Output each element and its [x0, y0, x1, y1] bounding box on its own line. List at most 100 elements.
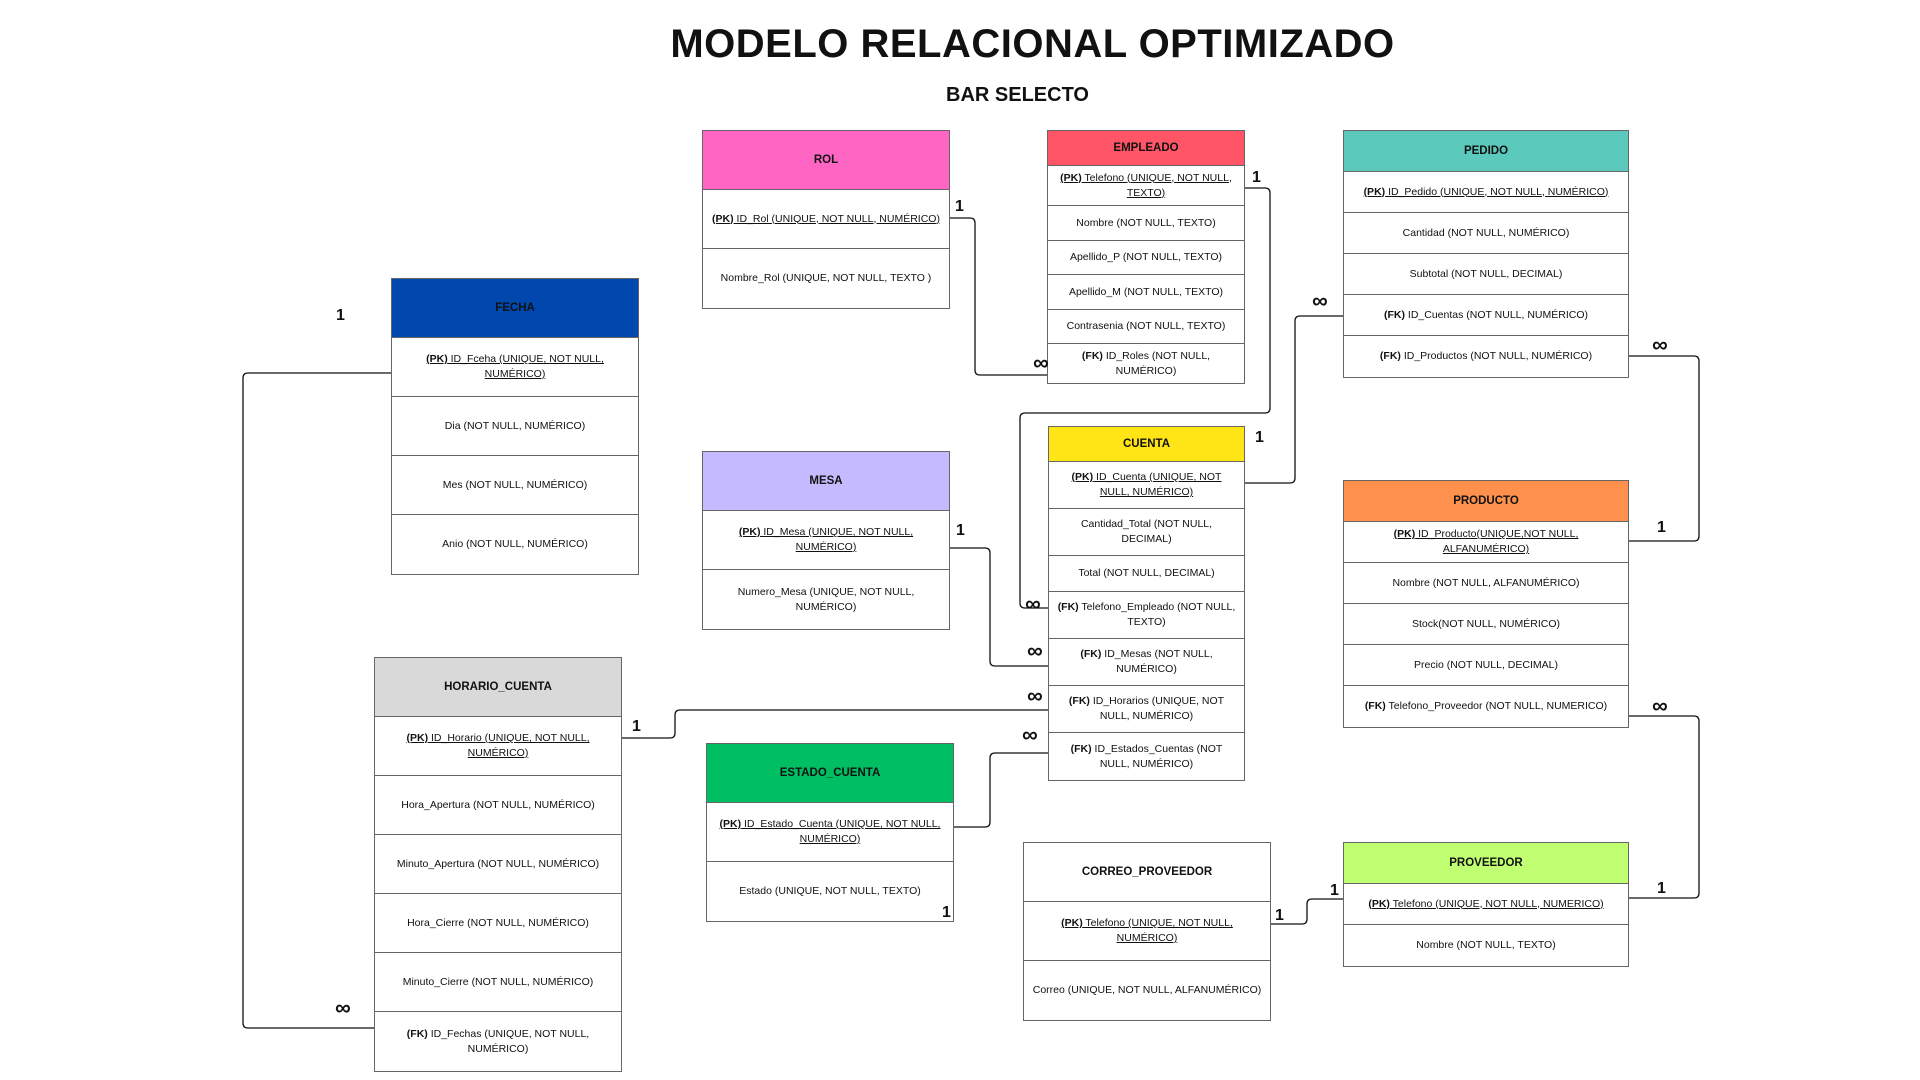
table-field: (PK) ID_Pedido (UNIQUE, NOT NULL, NUMÉRI… [1344, 172, 1628, 213]
relationship-line [622, 709, 1048, 739]
field-text: ID_Mesa (UNIQUE, NOT NULL, NUMÉRICO) [760, 526, 914, 553]
table-field: (PK) ID_Rol (UNIQUE, NOT NULL, NUMÉRICO) [703, 190, 949, 249]
table-header: HORARIO_CUENTA [375, 658, 621, 717]
foreign-key-tag: (FK) [1383, 308, 1405, 321]
table-header: PRODUCTO [1344, 481, 1628, 522]
table-field: Estado (UNIQUE, NOT NULL, TEXTO) [707, 862, 953, 921]
table-header: PEDIDO [1344, 131, 1628, 172]
primary-key-tag: (PK) [1071, 471, 1094, 483]
cardinality-one-label: 1 [1255, 429, 1264, 446]
table-field: (FK) ID_Mesas (NOT NULL, NUMÉRICO) [1049, 639, 1244, 686]
table-field: Nombre (NOT NULL, TEXTO) [1048, 206, 1244, 241]
field-text: Nombre (NOT NULL, TEXTO) [1076, 216, 1216, 229]
table-proveedor: PROVEEDOR(PK) Telefono (UNIQUE, NOT NULL… [1343, 842, 1629, 967]
table-field: Nombre_Rol (UNIQUE, NOT NULL, TEXTO ) [703, 249, 949, 308]
field-text: Apellido_M (NOT NULL, TEXTO) [1068, 285, 1224, 298]
table-field: (PK) ID_Cuenta (UNIQUE, NOT NULL, NUMÉRI… [1049, 462, 1244, 509]
primary-key-tag: (PK) [738, 526, 761, 538]
relationship-line [1629, 355, 1700, 542]
table-field: Minuto_Cierre (NOT NULL, NUMÉRICO) [375, 953, 621, 1012]
field-text: ID_Producto(UNIQUE,NOT NULL, ALFANUMÉRIC… [1415, 528, 1579, 555]
field-text: ID_Productos (NOT NULL, NUMÉRICO) [1400, 350, 1593, 362]
table-estado-cuenta: ESTADO_CUENTA(PK) ID_Estado_Cuenta (UNIQ… [706, 743, 954, 922]
field-text: ID_Fceha (UNIQUE, NOT NULL, NUMÉRICO) [447, 353, 604, 380]
cardinality-many-icon: ∞ [1312, 288, 1328, 313]
field-text: Precio (NOT NULL, DECIMAL) [1414, 658, 1558, 671]
table-field: Subtotal (NOT NULL, DECIMAL) [1344, 254, 1628, 295]
field-text: Subtotal (NOT NULL, DECIMAL) [1409, 267, 1563, 280]
field-text: Nombre_Rol (UNIQUE, NOT NULL, TEXTO ) [720, 272, 932, 284]
primary-key-tag: (PK) [1393, 528, 1416, 540]
relationship-line [1271, 898, 1343, 925]
table-field: Stock(NOT NULL, NUMÉRICO) [1344, 604, 1628, 645]
field-text: Anio (NOT NULL, NUMÉRICO) [442, 538, 588, 550]
foreign-key-tag: (FK) [1081, 349, 1103, 362]
table-field: Minuto_Apertura (NOT NULL, NUMÉRICO) [375, 835, 621, 894]
table-header: PROVEEDOR [1344, 843, 1628, 884]
table-field: (FK) ID_Roles (NOT NULL, NUMÉRICO) [1048, 344, 1244, 383]
cardinality-one-label: 1 [1657, 880, 1666, 897]
table-cuenta: CUENTA(PK) ID_Cuenta (UNIQUE, NOT NULL, … [1048, 426, 1245, 781]
table-mesa: MESA (PK) ID_Mesa (UNIQUE, NOT NULL, NUMÉ… [702, 451, 950, 630]
field-text: ID_Cuenta (UNIQUE, NOT NULL, NUMÉRICO) [1093, 471, 1222, 498]
table-header: MESA [703, 452, 949, 511]
cardinality-one-label: 1 [956, 522, 965, 539]
field-text: ID_Horarios (UNIQUE, NOT NULL, NUMÉRICO) [1089, 695, 1225, 722]
cardinality-one-label: 1 [1330, 882, 1339, 899]
primary-key-tag: (PK) [406, 732, 429, 744]
field-text: Telefono_Empleado (NOT NULL, TEXTO) [1078, 601, 1236, 628]
table-field: (PK) ID_Fceha (UNIQUE, NOT NULL, NUMÉRIC… [392, 338, 638, 397]
primary-key-tag: (PK) [712, 212, 734, 225]
field-text: Estado (UNIQUE, NOT NULL, TEXTO) [739, 885, 921, 897]
table-correo-proveedor: CORREO_PROVEEDOR(PK) Telefono (UNIQUE, N… [1023, 842, 1271, 1021]
field-text: Cantidad_Total (NOT NULL, DECIMAL) [1080, 518, 1213, 545]
primary-key-tag: (PK) [1363, 185, 1386, 198]
primary-key-tag: (PK) [1061, 917, 1083, 929]
field-text: ID_Rol (UNIQUE, NOT NULL, NUMÉRICO) [733, 212, 940, 225]
primary-key-tag: (PK) [1368, 897, 1390, 910]
table-header: CUENTA [1049, 427, 1244, 462]
cardinality-many-icon: ∞ [335, 995, 351, 1020]
table-field: Apellido_M (NOT NULL, TEXTO) [1048, 275, 1244, 310]
relationship-line [1245, 315, 1343, 484]
table-field: (FK) ID_Fechas (UNIQUE, NOT NULL, NUMÉRI… [375, 1012, 621, 1071]
table-field: Hora_Cierre (NOT NULL, NUMÉRICO) [375, 894, 621, 953]
field-text: Nombre (NOT NULL, ALFANUMÉRICO) [1392, 576, 1580, 589]
table-rol: ROL(PK) ID_Rol (UNIQUE, NOT NULL, NUMÉRI… [702, 130, 950, 309]
table-field: (FK) ID_Horarios (UNIQUE, NOT NULL, NUMÉ… [1049, 686, 1244, 733]
relationship-line [950, 217, 1047, 376]
foreign-key-tag: (FK) [1364, 700, 1386, 712]
foreign-key-tag: (FK) [1057, 601, 1079, 613]
diagram-title: MODELO RELACIONAL OPTIMIZADO [670, 22, 1395, 66]
field-text: ID_Fechas (UNIQUE, NOT NULL, NUMÉRICO) [427, 1027, 590, 1055]
field-text: ID_Estado_Cuenta (UNIQUE, NOT NULL, NUMÉ… [741, 818, 941, 845]
table-header: EMPLEADO [1048, 131, 1244, 166]
table-field: Correo (UNIQUE, NOT NULL, ALFANUMÉRICO) [1024, 961, 1270, 1020]
table-field: Cantidad_Total (NOT NULL, DECIMAL) [1049, 509, 1244, 556]
cardinality-one-label: 1 [1275, 907, 1284, 924]
cardinality-many-icon: ∞ [1022, 722, 1038, 747]
table-field: Cantidad (NOT NULL, NUMÉRICO) [1344, 213, 1628, 254]
field-text: Dia (NOT NULL, NUMÉRICO) [444, 419, 586, 432]
foreign-key-tag: (FK) [406, 1027, 428, 1040]
primary-key-tag: (PK) [426, 353, 448, 365]
table-field: Nombre (NOT NULL, ALFANUMÉRICO) [1344, 563, 1628, 604]
field-text: Telefono_Proveedor (NOT NULL, NUMERICO) [1385, 700, 1608, 712]
field-text: ID_Cuentas (NOT NULL, NUMÉRICO) [1404, 308, 1588, 321]
field-text: Total (NOT NULL, DECIMAL) [1078, 567, 1215, 579]
cardinality-one-label: 1 [955, 198, 964, 215]
field-text: Contrasenia (NOT NULL, TEXTO) [1066, 320, 1226, 332]
table-empleado: EMPLEADO(PK) Telefono (UNIQUE, NOT NULL,… [1047, 130, 1245, 384]
field-text: Telefono (UNIQUE, NOT NULL, TEXTO) [1081, 171, 1232, 199]
diagram-subtitle: BAR SELECTO [946, 84, 1089, 106]
cardinality-one-label: 1 [1252, 169, 1261, 186]
table-field: Hora_Apertura (NOT NULL, NUMÉRICO) [375, 776, 621, 835]
relationship-line [954, 752, 1048, 828]
relationship-line [242, 372, 391, 1029]
table-horario-cuenta: HORARIO_CUENTA(PK) ID_Horario (UNIQUE, N… [374, 657, 622, 1072]
table-field: Anio (NOT NULL, NUMÉRICO) [392, 515, 638, 574]
foreign-key-tag: (FK) [1068, 695, 1090, 707]
cardinality-many-icon: ∞ [1027, 638, 1043, 663]
field-text: ID_Estados_Cuentas (NOT NULL, NUMÉRICO) [1091, 742, 1223, 770]
